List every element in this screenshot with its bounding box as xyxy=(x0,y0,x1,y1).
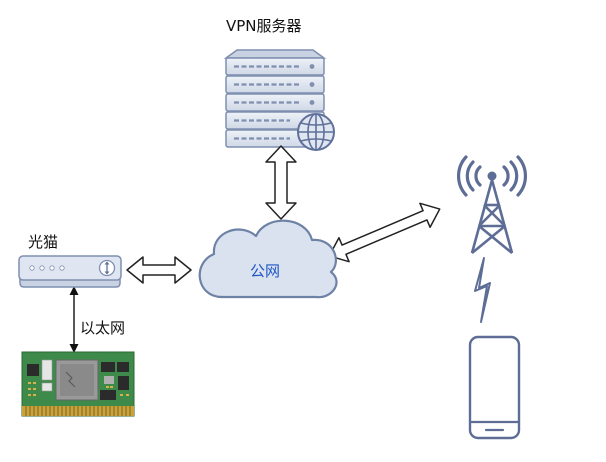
embedded-module-board-icon xyxy=(21,351,135,417)
cell-tower-icon xyxy=(456,155,528,255)
internet-cloud xyxy=(198,219,338,299)
server-internet-link-arrow xyxy=(265,145,297,220)
ethernet-link-arrow xyxy=(69,286,79,353)
modem-router-icon xyxy=(18,255,122,288)
ethernet-label: 以太网 xyxy=(80,319,126,337)
modem-label: 光猫 xyxy=(28,233,59,251)
modem-internet-link-arrow xyxy=(126,256,192,284)
internet-label: 公网 xyxy=(250,262,281,280)
smartphone-icon xyxy=(468,335,521,440)
lightning-signal-icon xyxy=(474,257,491,323)
globe-icon xyxy=(297,113,335,151)
internet-tower-link-arrow xyxy=(328,202,441,263)
vpn-server-label: VPN服务器 xyxy=(226,17,302,35)
